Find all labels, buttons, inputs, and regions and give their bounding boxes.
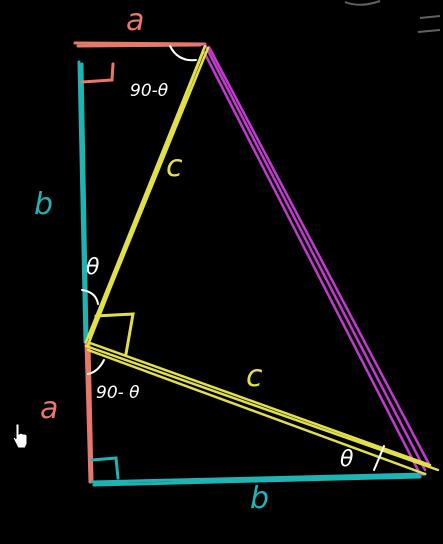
- left-lower-side-label: a: [40, 391, 58, 426]
- top-right-angle-arc: [169, 45, 197, 62]
- lower-hypotenuse-c: [84, 341, 440, 476]
- upper-hypotenuse-label: c: [166, 149, 183, 184]
- top-right-angle-label: 90-θ: [130, 81, 169, 101]
- left-lower-angle-label: 90- θ: [96, 383, 140, 403]
- left-side-b: [77, 60, 89, 344]
- left-theta-arc: [81, 289, 99, 305]
- bottom-right-angle-label: θ: [340, 447, 354, 472]
- top-side-label: a: [126, 3, 144, 38]
- bottom-side-label: b: [250, 481, 269, 516]
- left-upper-side-label: b: [34, 187, 53, 222]
- hand-pointer-icon: [12, 423, 28, 449]
- offscreen-scribble: [344, 0, 441, 33]
- top-left-right-angle-mark: [80, 62, 115, 84]
- middle-right-angle-mark: [94, 312, 135, 356]
- upper-hypotenuse-c: [84, 44, 210, 347]
- bottom-right-theta-arc: [373, 445, 385, 471]
- bottom-left-right-angle-mark: [90, 456, 120, 480]
- left-angle-label: θ: [86, 255, 100, 280]
- slant-side: [201, 43, 432, 476]
- lower-hypotenuse-label: c: [246, 359, 263, 394]
- bottom-side-b: [90, 472, 427, 487]
- left-side-a: [84, 340, 94, 484]
- top-side-a: [73, 41, 207, 48]
- left-lower-angle-arc: [87, 359, 105, 375]
